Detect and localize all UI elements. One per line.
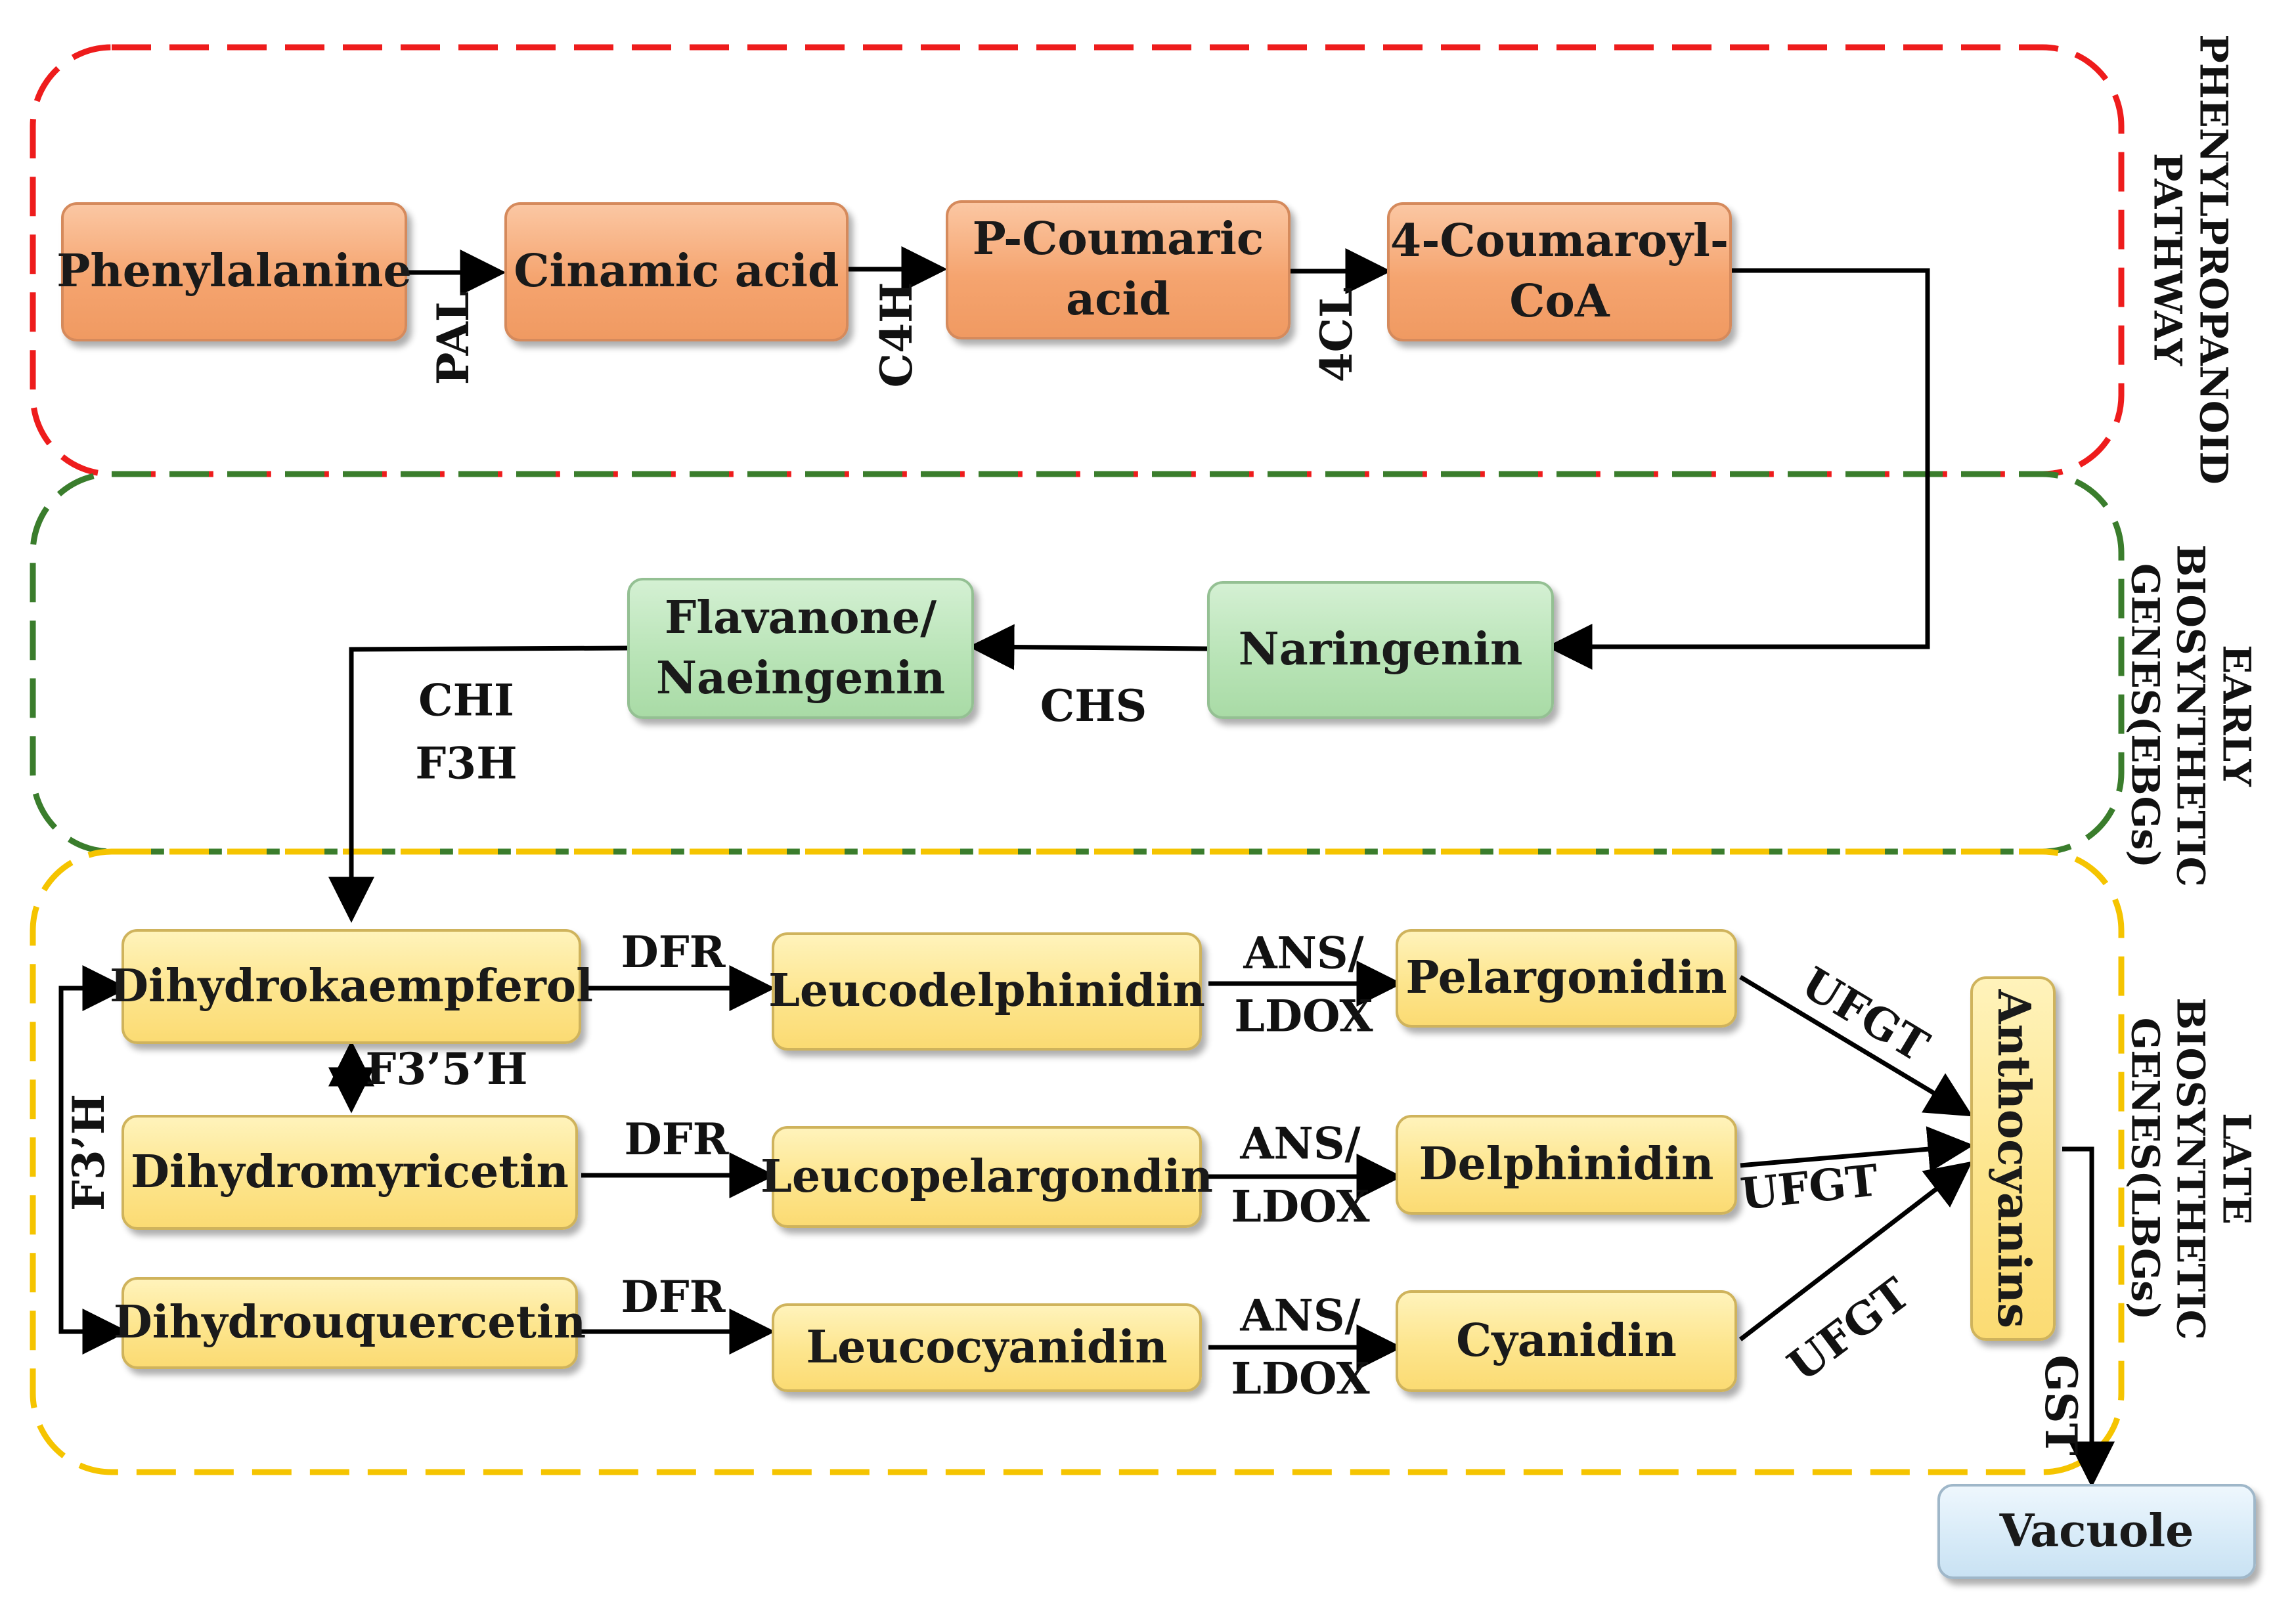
node-dihydromyricetin: Dihydromyricetin	[121, 1115, 578, 1230]
node-flavanone-naeingenin: Flavanone/ Naeingenin	[627, 578, 974, 719]
node-delphinidin: Delphinidin	[1396, 1115, 1737, 1215]
arrow-anthocyanins-vacuole	[2062, 1146, 2115, 1488]
section-label-ebg: EARLY BIOSYNTHETIC GENES(EBGs)	[2123, 544, 2259, 887]
node-dihydrokaempferol: Dihydrokaempferol	[110, 929, 593, 1044]
enzyme-gst: GST	[2035, 1355, 2086, 1456]
arrow-coumaroyl-naringenin	[1546, 268, 1930, 670]
node-naringenin: Naringenin	[1207, 581, 1554, 719]
enzyme-ufgt-2: UFGT	[1738, 1154, 1881, 1220]
lbg-section-border	[30, 848, 2125, 1475]
arrow-f3h-to-dihydrokaempferol	[58, 965, 129, 1152]
ebg-section-border	[30, 471, 2125, 855]
node-leucocyanidin: Leucocyanidin	[772, 1303, 1202, 1392]
node-anthocyanins: Anthocyanins	[1970, 976, 2056, 1341]
node-cyanidin: Cyanidin	[1396, 1290, 1737, 1392]
arrow-ufgt-3	[1738, 1161, 1973, 1341]
arrow-ufgt-1	[1739, 974, 1974, 1117]
enzyme-chi-f3h: CHI F3H	[415, 674, 518, 789]
node-leucopelargondin: Leucopelargondin	[761, 1126, 1213, 1228]
enzyme-ans-ldox-1: ANS/ LDOX	[1234, 927, 1373, 1041]
section-label-phenylpropanoid: PHENYLPROPANOID PATHWAY	[2146, 34, 2236, 485]
arrow-ufgt-2	[1740, 1126, 1974, 1173]
arrow-naringenin-flavanone	[968, 624, 1208, 670]
enzyme-pal: PAL	[428, 291, 479, 385]
enzyme-c4h: C4H	[871, 282, 922, 388]
node-cinamic-acid: Cinamic acid	[504, 202, 849, 341]
enzyme-f3h-prime: F3’H	[63, 1093, 114, 1211]
node-phenylalanine: Phenylalanine	[56, 202, 412, 341]
phenylpropanoid-section-border	[30, 44, 2125, 477]
enzyme-ans-ldox-2: ANS/ LDOX	[1231, 1118, 1370, 1232]
enzyme-f35h: F3’5’H	[365, 1043, 528, 1095]
enzyme-dfr-2: DFR	[624, 1114, 729, 1165]
node-leucodelphinidin: Leucodelphinidin	[768, 932, 1205, 1051]
enzyme-dfr-1: DFR	[621, 926, 726, 978]
node-p-coumaric-acid: P-Coumaric acid	[946, 200, 1291, 339]
enzyme-ans-ldox-3: ANS/ LDOX	[1231, 1290, 1370, 1404]
node-pelargonidin: Pelargonidin	[1396, 929, 1737, 1028]
arrow-f3h-to-dihydrouquercetin	[58, 1152, 129, 1355]
section-label-lbg: LATE BIOSYNTHETIC GENES(LBGs)	[2123, 997, 2259, 1340]
node-dihydrouquercetin: Dihydrouquercetin	[114, 1277, 586, 1369]
node-vacuole: Vacuole	[1937, 1484, 2256, 1579]
enzyme-4cl: 4CL	[1311, 287, 1362, 383]
enzyme-chs: CHS	[1040, 680, 1147, 731]
node-4-coumaroyl-coa: 4-Coumaroyl- CoA	[1387, 202, 1732, 341]
arrow-flavanone-dihydrokaempferol	[328, 645, 628, 923]
enzyme-dfr-3: DFR	[621, 1271, 726, 1322]
